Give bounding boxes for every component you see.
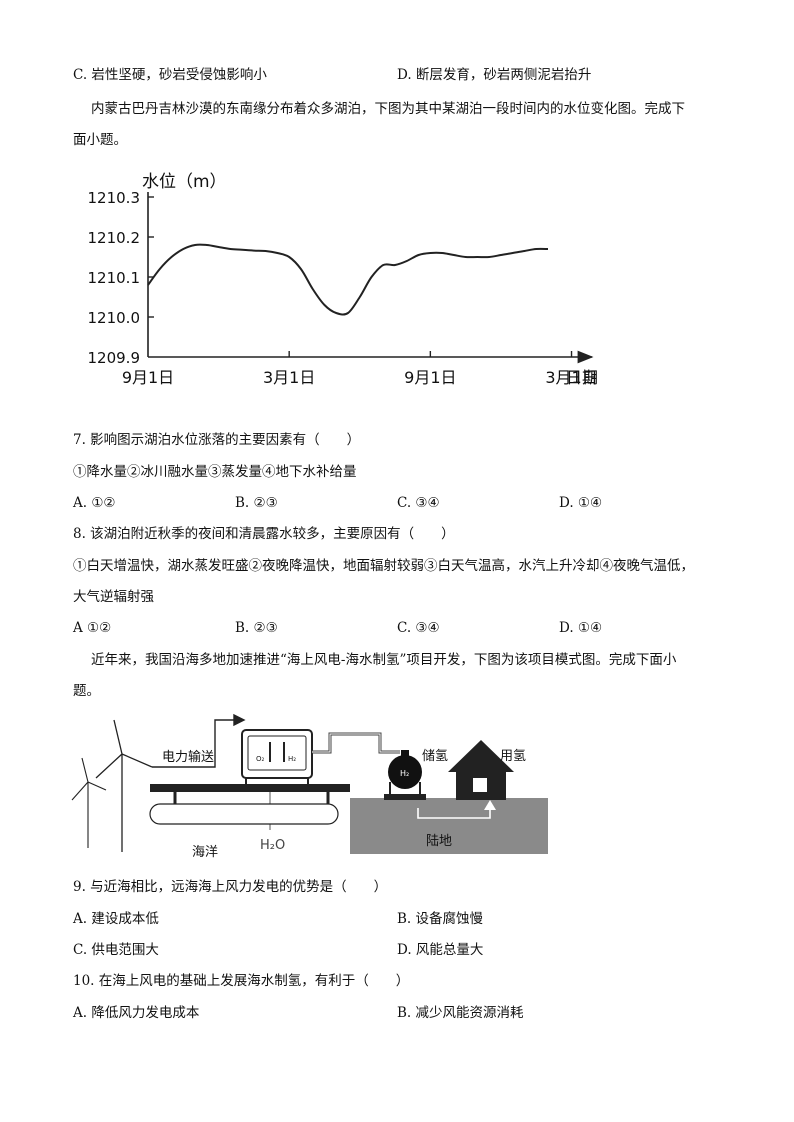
q10-option-a[interactable]: A. 降低风力发电成本 — [73, 1005, 200, 1021]
wind-hydrogen-diagram: 电力输送 O₂ H₂ 海洋 H₂O 陆地 H₂ 储氢 用氢 — [71, 713, 548, 860]
q7-option-c[interactable]: C. ③④ — [397, 495, 440, 511]
hydrogen-tank-icon — [384, 750, 426, 800]
wind-turbine-small-icon — [71, 757, 107, 848]
y-tick-label: 1210.2 — [88, 229, 141, 247]
land-label: 陆地 — [426, 833, 452, 849]
y-axis-label: 水位（m） — [142, 172, 227, 192]
hydrogen-pipe — [312, 732, 400, 754]
wind-turbine-icon — [95, 719, 153, 852]
tank-h2-label: H₂ — [400, 769, 409, 778]
use-label: 用氢 — [500, 749, 526, 764]
q8-option-c[interactable]: C. ③④ — [397, 620, 440, 636]
y-tick-label: 1209.9 — [88, 349, 141, 367]
land-block — [350, 798, 548, 854]
q7-option-b[interactable]: B. ②③ — [235, 495, 278, 511]
q8-stem: 8. 该湖泊附近秋季的夜间和清晨露水较多，主要原因有（ ） — [73, 526, 455, 542]
q9-option-c[interactable]: C. 供电范围大 — [73, 942, 159, 958]
q8-factors-line2: 大气逆辐射强 — [73, 589, 154, 605]
seawater-intake-pipe — [149, 803, 339, 825]
x-tick-label: 3月1日 — [545, 368, 597, 387]
intro1-line1: 内蒙古巴丹吉林沙漠的东南缘分布着众多湖泊，下图为其中某湖泊一段时间内的水位变化图… — [91, 101, 685, 117]
intro1-line2: 面小题。 — [73, 132, 127, 148]
q7-option-a[interactable]: A. ①② — [73, 495, 116, 511]
water-level-line — [147, 243, 549, 316]
intro2-line1: 近年来，我国沿海多地加速推进“海上风电-海水制氢”项目开发，下图为该项目模式图。… — [91, 652, 677, 668]
q9-stem: 9. 与近海相比，远海海上风力发电的优势是（ ） — [73, 879, 388, 895]
store-label: 储氢 — [422, 749, 448, 764]
electrolyzer-icon — [241, 729, 313, 784]
power-arrow — [152, 713, 246, 768]
h2-label: H₂ — [288, 755, 296, 763]
prev-option-d: D. 断层发育，砂岩两侧泥岩抬升 — [397, 67, 592, 83]
q10-option-b[interactable]: B. 减少风能资源消耗 — [397, 1005, 524, 1021]
water-label: H₂O — [260, 838, 285, 853]
x-axis-label: 日期 — [566, 368, 598, 387]
intro2-line2: 题。 — [73, 683, 100, 699]
ocean-label: 海洋 — [192, 845, 218, 860]
x-tick-label: 3月1日 — [263, 368, 315, 387]
q9-option-b[interactable]: B. 设备腐蚀慢 — [397, 911, 484, 927]
y-tick-label: 1210.0 — [88, 309, 141, 327]
q7-option-d[interactable]: D. ①④ — [559, 495, 603, 511]
x-tick-label: 9月1日 — [122, 368, 174, 387]
platform-deck — [150, 784, 350, 792]
y-tick-label: 1210.1 — [88, 269, 141, 287]
q10-stem: 10. 在海上风电的基础上发展海水制氢，有利于（ ） — [73, 973, 410, 989]
q8-option-a[interactable]: A ①② — [73, 620, 112, 636]
q7-stem: 7. 影响图示湖泊水位涨落的主要因素有（ ） — [73, 432, 361, 448]
q9-option-a[interactable]: A. 建设成本低 — [73, 911, 159, 927]
water-level-chart: 水位（m） 1210.3 1210.2 1210.1 1210.0 1209.9 9月1… — [88, 172, 599, 387]
q8-option-b[interactable]: B. ②③ — [235, 620, 278, 636]
power-label: 电力输送 — [162, 749, 214, 765]
prev-option-c: C. 岩性坚硬，砂岩受侵蚀影响小 — [73, 67, 267, 83]
house-icon — [448, 740, 514, 800]
y-tick-label: 1210.3 — [88, 189, 141, 207]
q8-option-d[interactable]: D. ①④ — [559, 620, 603, 636]
q8-factors-line1: ①白天增温快，湖水蒸发旺盛②夜晚降温快，地面辐射较弱③白天气温高，水汽上升冷却④… — [73, 558, 694, 574]
o2-label: O₂ — [256, 755, 265, 763]
q9-option-d[interactable]: D. 风能总量大 — [397, 942, 484, 958]
q7-factors: ①降水量②冰川融水量③蒸发量④地下水补给量 — [73, 464, 357, 480]
x-tick-label: 9月1日 — [404, 368, 456, 387]
